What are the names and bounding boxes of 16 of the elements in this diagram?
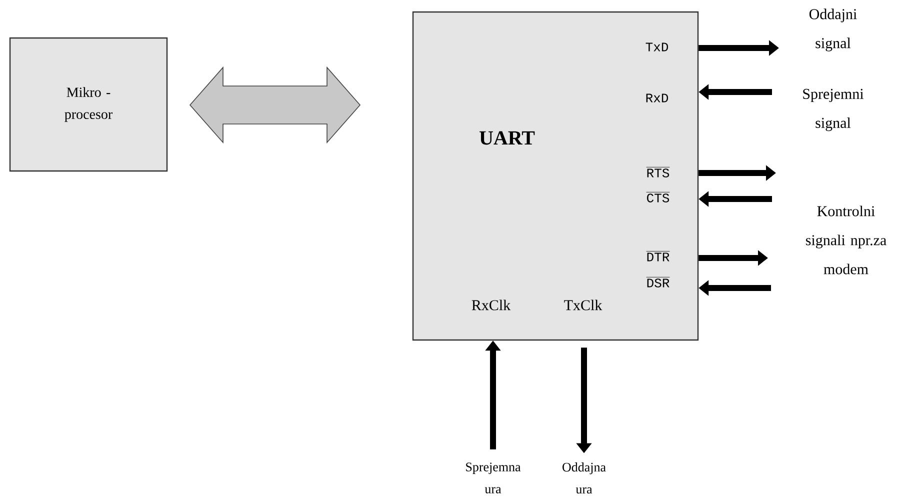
caption-text: Sprejemna ura (466, 462, 521, 494)
signal-label: RTS (646, 166, 670, 178)
signal-label: RxD (646, 94, 668, 102)
caption-text: Oddajna ura (562, 462, 606, 494)
annotation-text: Oddajni signal (809, 8, 857, 52)
signal-label: CTS (646, 192, 670, 202)
signal-label: DTR (646, 251, 670, 262)
annotation-text: Kontrolni signali npr.za modem (806, 206, 886, 274)
annotation-text: Sprejemni signal (803, 88, 864, 132)
process-box: Mikro - procesor (9, 37, 168, 172)
process-box (412, 11, 699, 341)
signal-label: DSR (646, 276, 670, 288)
signal-label: TxClk (564, 300, 602, 310)
signal-label: RxClk (472, 300, 511, 310)
signal-label: TxD (646, 42, 668, 52)
title-text: UART (480, 131, 535, 145)
